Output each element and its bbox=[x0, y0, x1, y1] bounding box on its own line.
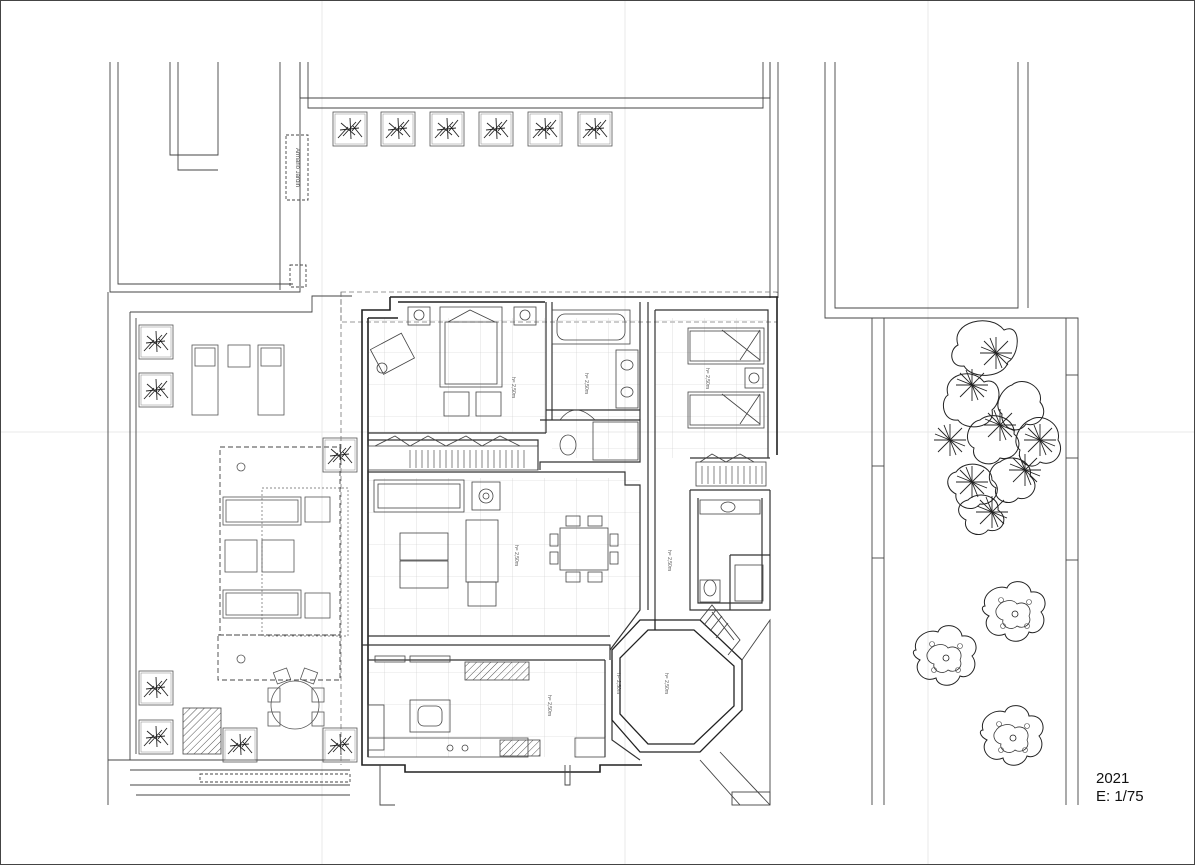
master-wardrobe bbox=[367, 435, 539, 471]
master-bedroom-furniture bbox=[369, 306, 537, 417]
apartment-walls bbox=[361, 296, 778, 773]
outdoor-sofas bbox=[222, 462, 331, 664]
second-bedroom-furniture bbox=[687, 327, 765, 429]
svg-text:h= 2,50m: h= 2,50m bbox=[615, 673, 621, 694]
svg-text:h= 2,50m: h= 2,50m bbox=[510, 377, 516, 398]
terrace bbox=[107, 292, 352, 805]
svg-text:h= 2,50m: h= 2,50m bbox=[663, 673, 669, 694]
stair-and-entry bbox=[379, 604, 771, 806]
drawing-scale: E: 1/75 bbox=[1096, 788, 1144, 805]
bathroom-1-fixtures bbox=[551, 309, 639, 461]
garden-shrubs bbox=[942, 320, 1062, 535]
svg-text:h= 2,50m: h= 2,50m bbox=[583, 373, 589, 394]
garden-trees bbox=[912, 581, 1046, 766]
top-planters bbox=[332, 111, 613, 147]
title-block: 2021 E: 1/75 bbox=[1096, 770, 1144, 806]
octagonal-bay bbox=[611, 619, 743, 753]
svg-text:h= 2,50m: h= 2,50m bbox=[546, 695, 552, 716]
neighbour-outline-right bbox=[769, 62, 1079, 805]
bathroom-2-fixtures bbox=[699, 499, 764, 603]
drawing-year: 2021 bbox=[1096, 770, 1130, 787]
living-room-furniture bbox=[373, 479, 619, 607]
sun-loungers bbox=[191, 344, 285, 416]
svg-text:h= 2,50m: h= 2,50m bbox=[704, 368, 710, 389]
neighbour-outline-left bbox=[109, 62, 771, 293]
kitchen-units bbox=[367, 655, 606, 758]
wardrobe-note: Armario Jardin bbox=[294, 148, 300, 187]
terrace-bbq bbox=[182, 707, 222, 755]
svg-text:h= 2,50m: h= 2,50m bbox=[513, 545, 519, 566]
second-wardrobe bbox=[695, 453, 767, 487]
room-area-notes: h= 2,50m h= 2,50m h= 2,50m h= 2,50m h= 2… bbox=[510, 368, 710, 716]
svg-text:h= 2,50m: h= 2,50m bbox=[666, 550, 672, 571]
outdoor-dining-set bbox=[267, 667, 325, 730]
